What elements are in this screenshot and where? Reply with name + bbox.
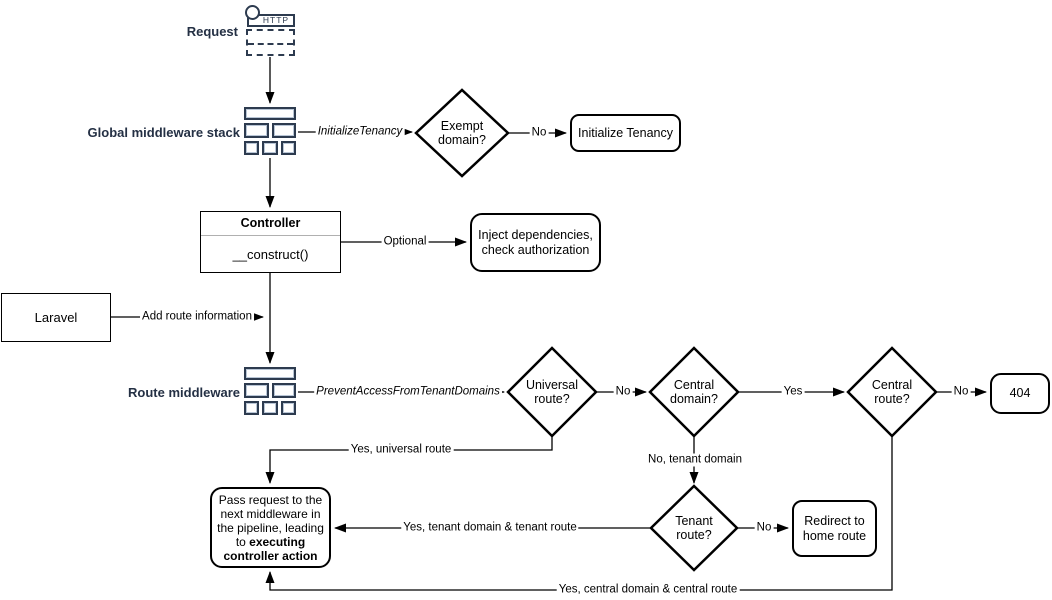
pass-request-node: Pass request to the next middleware in t… [210, 487, 331, 568]
stack-cell [280, 401, 296, 415]
tenant-route-label: Tenant route? [675, 514, 713, 542]
route-middleware-label: Route middleware [128, 385, 240, 400]
edge-label-universal-yes: Yes, universal route [348, 443, 454, 457]
http-label: HTTP [262, 15, 290, 25]
stack-cell [280, 141, 296, 155]
universal-route-label: Universal route? [525, 378, 579, 406]
edge-label-initialize-tenancy: InitializeTenancy [315, 125, 405, 139]
global-middleware-stack-icon [244, 107, 296, 155]
request-label: Request [186, 24, 238, 39]
not-found-node: 404 [990, 373, 1050, 414]
redirect-home-node: Redirect to home route [792, 500, 877, 557]
http-circle-icon [245, 5, 260, 20]
stack-cell [262, 141, 278, 155]
stack-cell [244, 383, 269, 398]
edge-label-central-route-no: No [951, 385, 971, 399]
central-route-diamond [846, 346, 938, 438]
laravel-node: Laravel [1, 293, 111, 342]
stack-cell [244, 141, 260, 155]
stack-cell [271, 123, 296, 138]
controller-title: Controller [201, 212, 340, 236]
exempt-domain-diamond [414, 88, 510, 178]
edge-label-central-yes: Yes, central domain & central route [556, 583, 740, 597]
stack-cell [244, 107, 296, 120]
tenant-route-diamond [649, 484, 739, 572]
global-middleware-label: Global middleware stack [87, 125, 240, 140]
edge-label-tenant-yes: Yes, tenant domain & tenant route [401, 521, 579, 535]
initialize-tenancy-node: Initialize Tenancy [570, 114, 681, 152]
inject-dependencies-node: Inject dependencies, check authorization [470, 213, 601, 272]
route-middleware-stack-icon [244, 367, 296, 415]
edge-label-universal-no: No [613, 385, 633, 399]
edge-label-central-domain-yes: Yes [781, 385, 805, 399]
controller-method: __construct() [232, 247, 309, 262]
central-route-label: Central route? [871, 378, 913, 406]
edge-label-tenant-domain-no: No, tenant domain [646, 453, 744, 467]
controller-node: Controller __construct() [200, 211, 341, 273]
exempt-domain-label: Exempt domain? [438, 119, 486, 147]
edge-label-add-route-information: Add route information [140, 310, 254, 324]
edge-label-optional: Optional [381, 235, 429, 249]
stack-cell [244, 367, 296, 380]
stack-cell [262, 401, 278, 415]
edge-label-tenant-route-no: No [754, 521, 774, 535]
universal-route-diamond [506, 346, 598, 438]
stack-cell [271, 383, 296, 398]
http-request-icon: HTTP [247, 14, 295, 27]
edge-label-prevent-access: PreventAccessFromTenantDomains [314, 385, 502, 399]
stack-cell [244, 123, 269, 138]
stack-cell [244, 401, 260, 415]
central-domain-label: Central domain? [670, 378, 718, 406]
central-domain-diamond [648, 346, 740, 438]
edge-label-exempt-no: No [529, 126, 549, 140]
request-body-icon [246, 29, 295, 56]
pass-request-text: Pass request to the next middleware in t… [217, 492, 324, 563]
request-body-divider [248, 42, 293, 45]
